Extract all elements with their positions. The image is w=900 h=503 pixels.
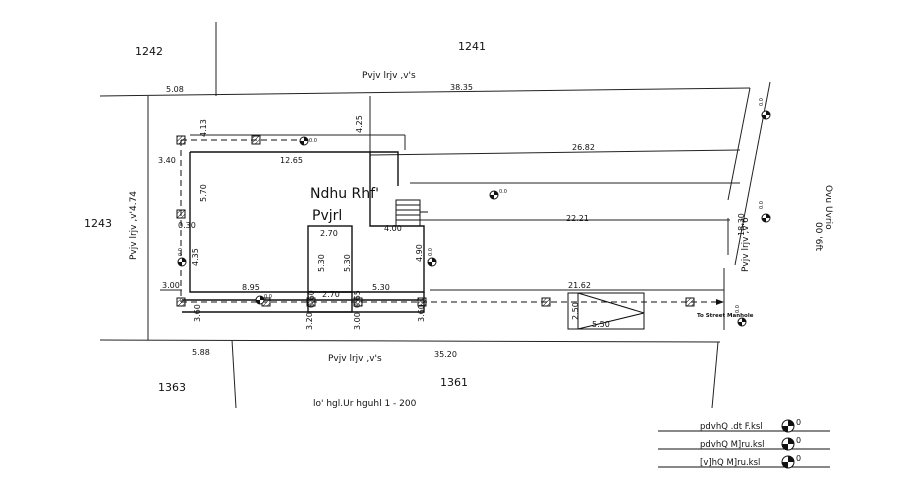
road-label: Pvjv lrjv ,v'4.74 — [129, 191, 139, 260]
building-name: Pvjrl — [312, 208, 342, 224]
manhole-3 — [176, 209, 186, 219]
dimension-label: 4.35 — [191, 248, 200, 266]
manhole-7 — [353, 297, 363, 307]
dimension-label: 35.20 — [434, 350, 457, 359]
dimension-label: 4.00 — [384, 224, 402, 233]
dimension-label: 2.50 — [571, 302, 580, 320]
dimension-label: 2.70 — [322, 290, 340, 299]
dimension-label: 3.40 — [158, 156, 176, 165]
plot-number: 1241 — [458, 40, 486, 53]
road-label: Pvjv lrjv ,v's — [362, 71, 416, 81]
dimension-label: 5.30 — [372, 283, 390, 292]
level-marker — [737, 317, 747, 327]
dimension-label: 3.00 — [353, 312, 362, 330]
road-label: Pvjv lrjv ,v'6 — [741, 217, 751, 272]
dimension-label: 26.82 — [572, 143, 595, 152]
legend-mark: 0 — [796, 418, 801, 427]
level-labels: 0.0 0.0 0.0 0.0 0.0 0.0 0.0 0.0 — [178, 98, 765, 313]
level-label: 0.0 — [428, 248, 434, 256]
manhole-4 — [176, 297, 186, 307]
manhole-9 — [541, 297, 551, 307]
level-label: 0.0 — [759, 98, 765, 106]
level-marker — [427, 257, 437, 267]
level-marker — [299, 136, 309, 146]
dimension-label: 5.70 — [199, 184, 208, 202]
level-symbol-icon — [781, 455, 795, 469]
level-label: 0.0 — [759, 201, 765, 209]
plot-number: 1243 — [84, 217, 112, 230]
septic-tank — [567, 292, 645, 330]
legend-label: pdvhQ M]ru.ksl — [700, 440, 765, 450]
dimension-label: 0.65 — [353, 290, 362, 308]
dimension-label: 4.25 — [355, 115, 364, 133]
building-name: Ndhu Rhf' — [310, 186, 379, 202]
dimension-label: 0.60 — [307, 290, 316, 308]
road-side-value: 00 '6ft — [813, 222, 823, 252]
dimension-label: 2.70 — [320, 229, 338, 238]
manholes — [176, 135, 695, 307]
dimension-label: 38.35 — [450, 83, 473, 92]
level-markers — [177, 110, 771, 327]
plot-number: 1361 — [440, 376, 468, 389]
dimension-label: 22.21 — [566, 214, 589, 223]
flow-arrow — [716, 299, 724, 305]
dimension-label: 5.50 — [592, 320, 610, 329]
dimension-label: 4.90 — [415, 244, 424, 262]
legend-row: pdvhQ M]ru.ksl 0 — [700, 436, 801, 451]
dimension-label: 0.30 — [178, 221, 196, 230]
dimension-label: 21.62 — [568, 281, 591, 290]
legend-label: [v]hQ M]ru.ksl — [700, 458, 760, 468]
level-label: 0.0 — [309, 138, 317, 144]
dimension-label: 5.88 — [192, 348, 210, 357]
legend-mark: 0 — [796, 454, 801, 463]
dimension-label: 12.65 — [280, 156, 303, 165]
road-side-label: Ovu Uvrio — [823, 185, 833, 230]
dimension-label: 3.60 — [417, 304, 426, 322]
plot-boundaries — [99, 22, 771, 409]
level-label: 0.0 — [178, 248, 184, 256]
legend-mark: 0 — [796, 436, 801, 445]
manhole-8 — [417, 297, 427, 307]
manhole-2 — [251, 135, 261, 145]
legend: pdvhQ .dt F.ksl 0 pdvhQ M]ru.ksl 0 [v]hQ… — [658, 418, 830, 469]
level-label: 0.0 — [264, 294, 272, 300]
dimension-labels: 5.08 38.35 4.13 4.25 12.65 26.82 3.40 5.… — [158, 83, 746, 359]
dimension-label: 5.30 — [343, 254, 352, 272]
level-marker — [177, 257, 187, 267]
dimension-label: 3.00 — [162, 281, 180, 290]
dimension-label: 4.13 — [199, 119, 208, 137]
legend-row: pdvhQ .dt F.ksl 0 — [700, 418, 801, 433]
plot-number: 1363 — [158, 381, 186, 394]
level-label: 0.0 — [735, 305, 741, 313]
dimension-label: 3.60 — [193, 304, 202, 322]
level-marker — [761, 213, 771, 223]
manhole-1 — [176, 135, 186, 145]
staircase — [395, 199, 428, 227]
scale-note: lo' hgl.Ur hguhl 1 - 200 — [313, 399, 417, 409]
dimension-label: 5.08 — [166, 85, 184, 94]
level-symbol-icon — [781, 419, 795, 433]
level-marker — [255, 295, 265, 305]
dimension-label: 18.30 — [737, 213, 746, 236]
level-label: 0.0 — [499, 189, 507, 195]
level-marker — [761, 110, 771, 120]
manhole-10 — [685, 297, 695, 307]
plot-number: 1242 — [135, 45, 163, 58]
road-label: Pvjv lrjv ,v's — [328, 354, 382, 364]
dimension-label: 8.95 — [242, 283, 260, 292]
street-manhole-label: To Street Manhole — [697, 313, 754, 319]
level-symbol-icon — [781, 437, 795, 451]
dimension-label: 3.20 — [305, 312, 314, 330]
drain-lines — [180, 139, 716, 303]
level-marker — [489, 190, 499, 200]
legend-row: [v]hQ M]ru.ksl 0 — [700, 454, 801, 469]
dimension-label: 5.30 — [317, 254, 326, 272]
manhole-6 — [306, 297, 316, 307]
legend-label: pdvhQ .dt F.ksl — [700, 422, 763, 432]
